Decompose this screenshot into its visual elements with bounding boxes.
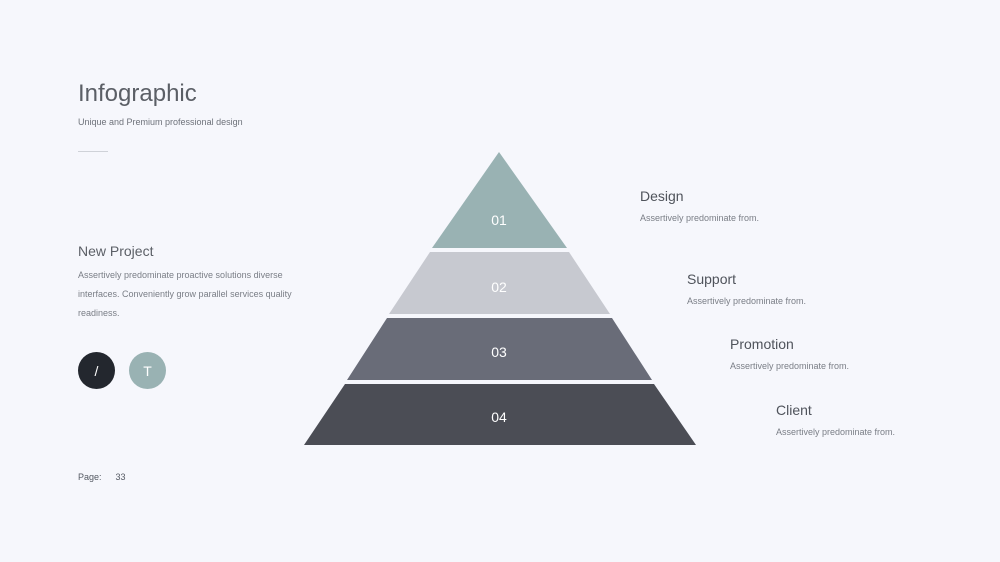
level-description: Assertively predominate from.	[730, 361, 850, 371]
pyramid-level-3	[347, 318, 652, 380]
page-subtitle: Unique and Premium professional design	[78, 117, 243, 127]
pyramid-number-3: 03	[491, 344, 507, 360]
level-label-client: Client Assertively predominate from.	[776, 402, 895, 437]
slash-circle-label: /	[94, 362, 99, 379]
page-title: Infographic	[78, 80, 197, 107]
pyramid-level-1	[432, 152, 567, 248]
level-description: Assertively predominate from.	[687, 296, 807, 306]
level-title: Client	[776, 402, 812, 418]
t-circle-icon: T	[129, 352, 166, 389]
page-indicator: Page: 33	[78, 472, 126, 482]
slash-circle-icon: /	[78, 352, 115, 389]
new-project-text: Assertively predominate proactive soluti…	[78, 270, 292, 318]
level-title: Design	[640, 188, 684, 204]
new-project-title: New Project	[78, 243, 154, 259]
pyramid-number-1: 01	[491, 212, 507, 228]
pyramid-level-2	[389, 252, 610, 314]
level-description: Assertively predominate from.	[640, 213, 760, 223]
level-label-design: Design Assertively predominate from.	[640, 188, 759, 223]
level-title: Support	[687, 271, 737, 287]
page-number: 33	[115, 472, 126, 482]
t-circle-label: T	[143, 362, 152, 379]
level-label-promotion: Promotion Assertively predominate from.	[730, 336, 849, 371]
page-label: Page:	[78, 472, 102, 482]
level-title: Promotion	[730, 336, 794, 352]
level-description: Assertively predominate from.	[776, 427, 896, 437]
title-divider	[78, 151, 108, 152]
pyramid-number-4: 04	[491, 409, 507, 425]
pyramid-number-2: 02	[491, 279, 507, 295]
pyramid-level-4	[304, 384, 696, 445]
level-label-support: Support Assertively predominate from.	[687, 271, 806, 306]
